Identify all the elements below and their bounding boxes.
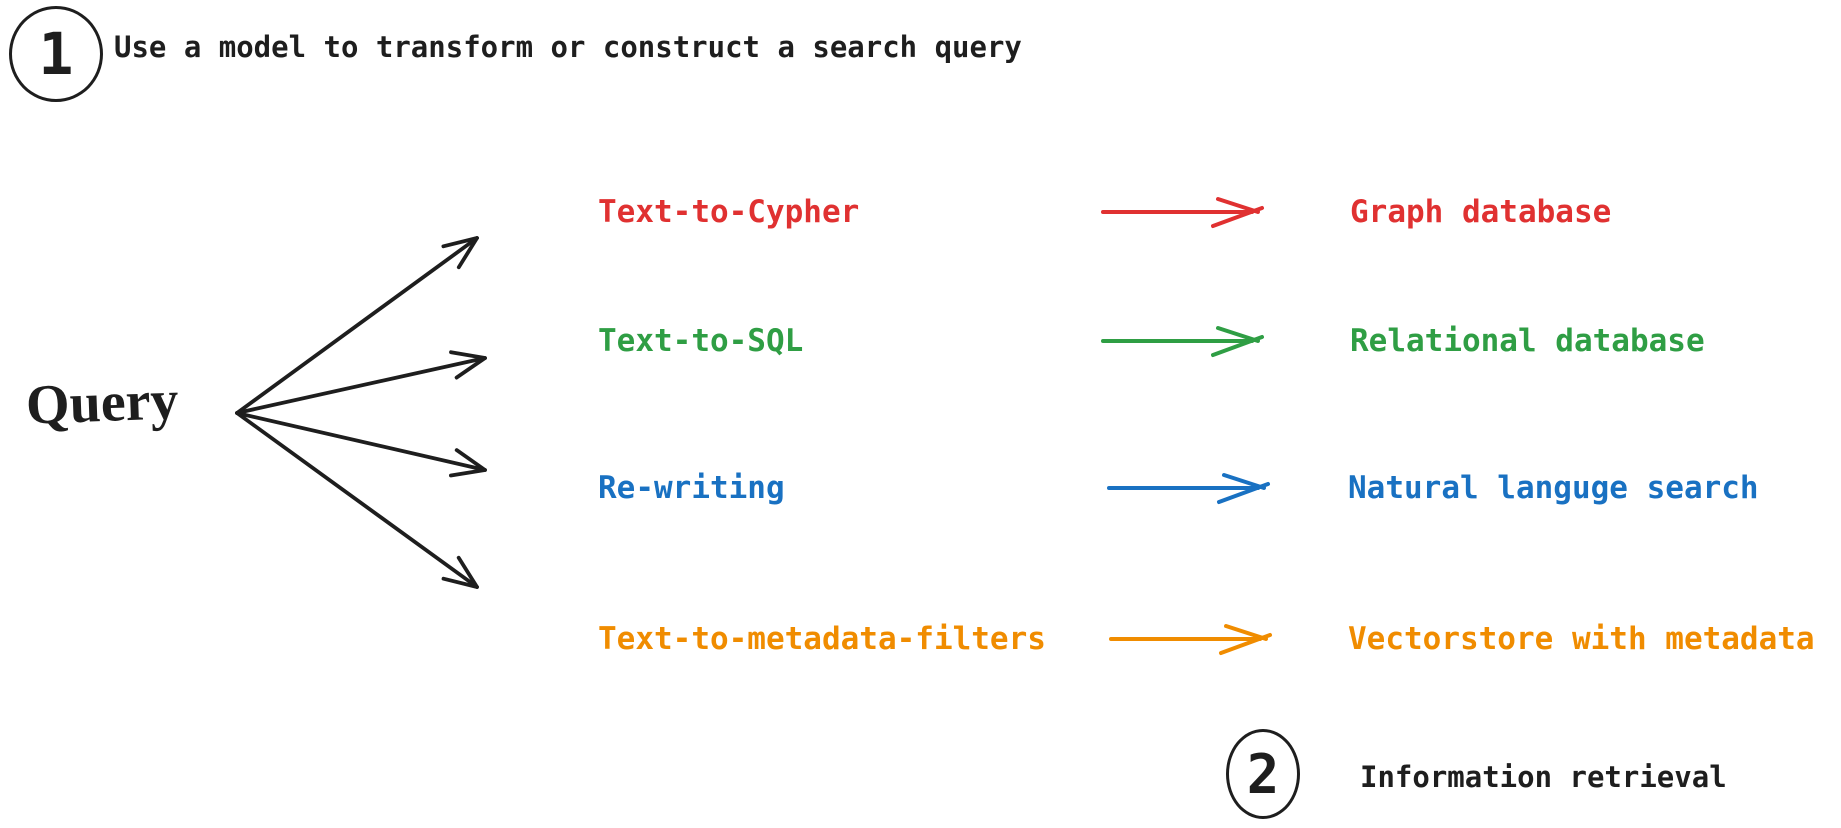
method-label-text-to-metadata-filters: Text-to-metadata-filters: [598, 621, 1046, 657]
method-label-re-writing: Re-writing: [598, 470, 785, 506]
step-2-title: Information retrieval: [1360, 760, 1727, 794]
arrow-icon-text-to-metadata-filters: [1109, 624, 1272, 655]
query-label: Query: [24, 369, 180, 437]
method-label-text-to-sql: Text-to-SQL: [598, 323, 804, 359]
arrow-icon-text-to-cypher: [1101, 197, 1264, 228]
method-label-text-to-cypher: Text-to-Cypher: [598, 194, 860, 230]
target-label-vectorstore-with-metadata: Vectorstore with metadata: [1348, 621, 1815, 657]
target-label-relational-database: Relational database: [1350, 323, 1705, 359]
query-fan-arrows-icon: [235, 236, 487, 589]
step-1-circle: 1: [9, 6, 103, 102]
arrow-icon-re-writing: [1107, 473, 1270, 504]
step-2-circle: 2: [1226, 729, 1300, 819]
arrow-icon-text-to-sql: [1101, 326, 1264, 357]
step-1-number: 1: [38, 20, 74, 88]
target-label-graph-database: Graph database: [1350, 194, 1612, 230]
step-2-number: 2: [1246, 742, 1280, 806]
step-1-title: Use a model to transform or construct a …: [114, 30, 1022, 64]
target-label-natural-language-search: Natural languge search: [1348, 470, 1759, 506]
